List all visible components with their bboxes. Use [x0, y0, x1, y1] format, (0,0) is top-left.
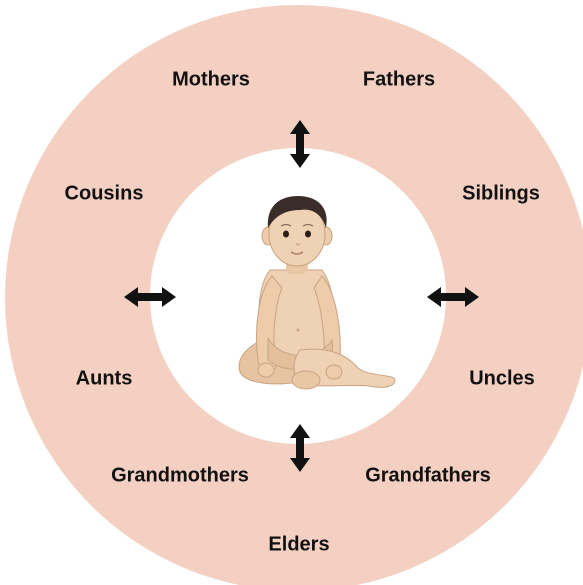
label-cousins: Cousins	[65, 183, 144, 206]
label-aunts: Aunts	[76, 368, 133, 391]
label-fathers: Fathers	[363, 69, 435, 92]
label-grandfathers: Grandfathers	[365, 465, 491, 488]
label-uncles: Uncles	[469, 368, 535, 391]
label-elders: Elders	[268, 534, 329, 557]
label-mothers: Mothers	[172, 69, 250, 92]
label-siblings: Siblings	[462, 183, 540, 206]
label-grandmothers: Grandmothers	[111, 465, 249, 488]
